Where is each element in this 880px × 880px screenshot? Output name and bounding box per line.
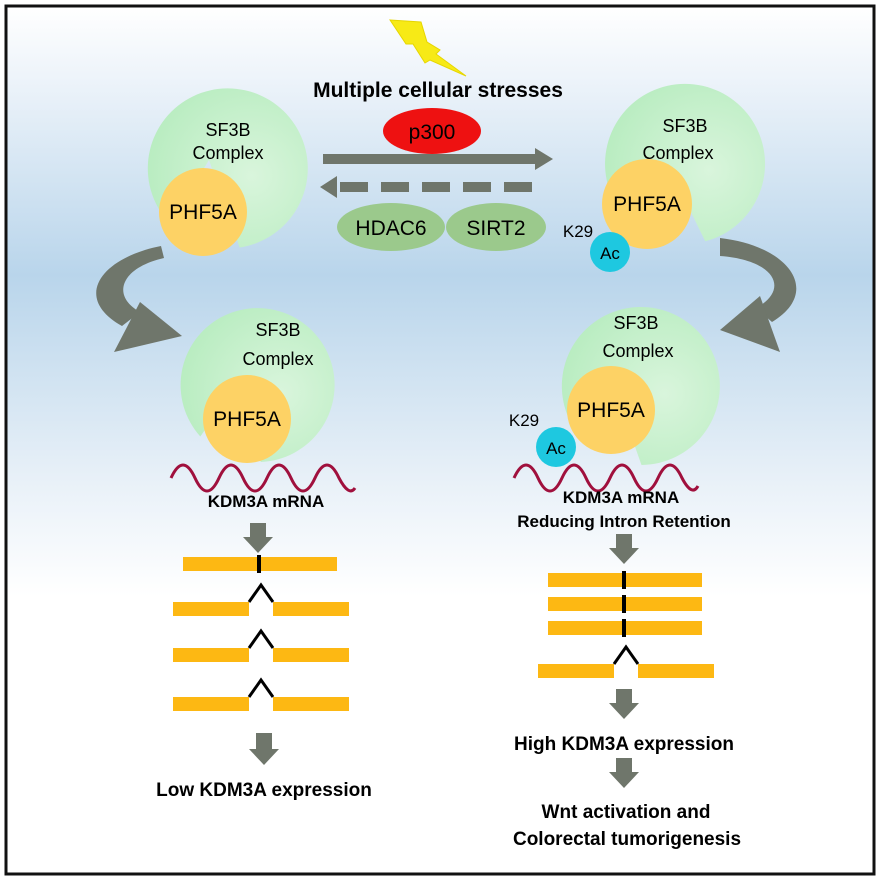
transcript-intron-retained	[548, 571, 702, 589]
transcript-spliced	[538, 644, 714, 678]
mrna-strand-left	[169, 463, 357, 493]
phf5a-label: PHF5A	[213, 408, 281, 431]
sirt2-label: SIRT2	[466, 217, 525, 240]
acetylation-arrow-head	[535, 148, 553, 170]
left-mrna-label: KDM3A mRNA	[208, 492, 325, 511]
sf3b-label-line2: Complex	[642, 143, 713, 163]
phf5a-label: PHF5A	[613, 193, 681, 216]
sf3b-label-line1: SF3B	[613, 313, 658, 333]
down-arrow	[609, 758, 639, 788]
transcript-intron-retained	[548, 595, 702, 613]
transcript-intron-retained	[183, 555, 337, 573]
hdac6-label: HDAC6	[355, 217, 426, 240]
curved-arrow-left	[96, 246, 182, 352]
down-arrow	[249, 733, 279, 765]
right-outcome: High KDM3A expression	[514, 734, 734, 755]
sf3b-complex-top-right: SF3B Complex PHF5A Ac K29	[563, 83, 766, 272]
right-mrna-label: KDM3A mRNA	[563, 488, 680, 507]
hdac6-enzyme	[337, 203, 445, 251]
acetylation-arrow-shaft	[323, 154, 536, 164]
curved-arrow-right	[720, 238, 797, 352]
transcript-spliced	[173, 582, 349, 616]
phf5a-label: PHF5A	[577, 399, 645, 422]
frame-border	[4, 4, 876, 876]
deacetylation-arrow-head	[320, 176, 337, 198]
sf3b-complex-top-left: SF3B Complex PHF5A	[147, 88, 308, 256]
phf5a-protein	[567, 366, 655, 454]
phf5a-protein	[203, 375, 291, 463]
phf5a-protein	[159, 168, 247, 256]
p300-label: p300	[409, 121, 456, 144]
right-mrna-sublabel: Reducing Intron Retention	[517, 512, 730, 531]
stress-title: Multiple cellular stresses	[313, 79, 563, 102]
down-arrow	[609, 689, 639, 719]
sf3b-label-line2: Complex	[242, 349, 313, 369]
k29-label: K29	[509, 411, 539, 430]
right-final-outcome-line2: Colorectal tumorigenesis	[513, 829, 741, 850]
mrna-strand-right	[512, 463, 700, 493]
deacetylation-arrow-dashes	[340, 182, 532, 192]
acetyl-label: Ac	[546, 439, 566, 458]
lightning-icon	[389, 19, 467, 77]
phf5a-label: PHF5A	[169, 201, 237, 224]
transcript-spliced	[173, 677, 349, 711]
sf3b-label-line1: SF3B	[205, 120, 250, 140]
acetyl-group	[536, 427, 576, 467]
acetyl-label: Ac	[600, 244, 620, 263]
transcript-spliced	[173, 628, 349, 662]
k29-label: K29	[563, 222, 593, 241]
sirt2-enzyme	[446, 203, 546, 251]
sf3b-label-line1: SF3B	[255, 320, 300, 340]
sf3b-label-line1: SF3B	[662, 116, 707, 136]
sf3b-complex-bottom-right: SF3B Complex PHF5A	[561, 307, 720, 465]
down-arrow	[243, 523, 273, 553]
sf3b-label-line2: Complex	[602, 341, 673, 361]
transcript-intron-retained	[548, 619, 702, 637]
right-final-outcome-line1: Wnt activation and	[542, 802, 711, 823]
left-outcome: Low KDM3A expression	[156, 780, 372, 801]
p300-enzyme	[383, 108, 481, 154]
acetyl-group	[590, 232, 630, 272]
sf3b-label-line2: Complex	[192, 143, 263, 163]
down-arrow	[609, 534, 639, 564]
sf3b-complex-bottom-left: SF3B Complex PHF5A	[180, 308, 335, 463]
phf5a-protein	[602, 159, 692, 249]
